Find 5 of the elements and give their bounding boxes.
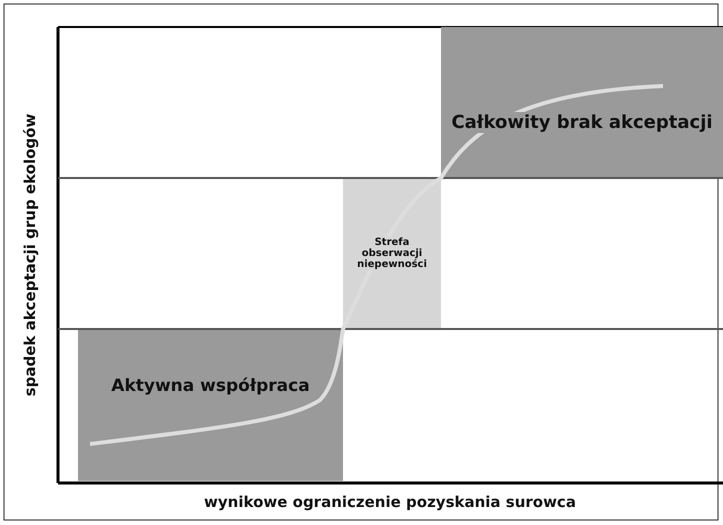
y-axis-title: spadek akceptacji grup ekologów [21,114,39,396]
zone-box [441,27,723,178]
x-axis-title: wynikowe ograniczenie pozyskania surowca [204,493,576,511]
zone-box [78,329,343,481]
zone-box [343,178,441,329]
